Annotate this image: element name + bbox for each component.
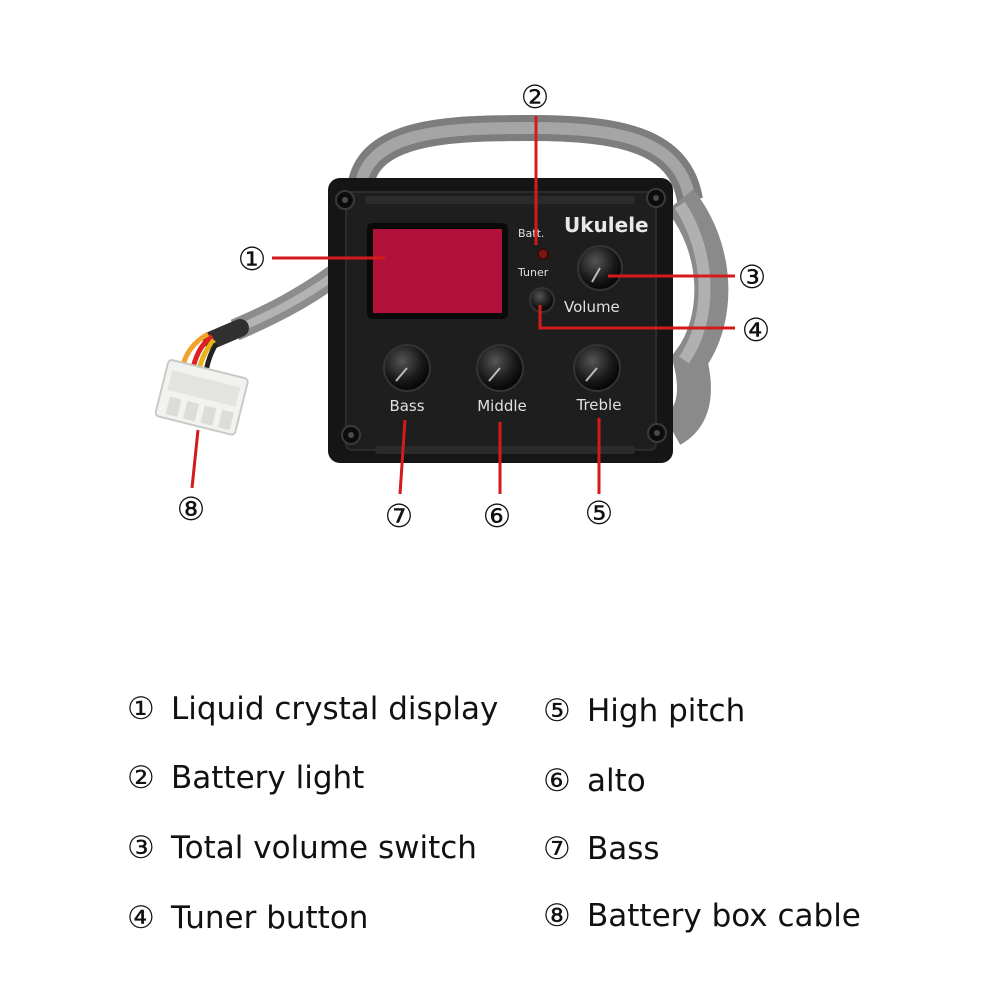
volume-knob[interactable]	[577, 245, 623, 291]
batt-label: Batt.	[518, 227, 544, 240]
legend-text: alto	[587, 763, 646, 799]
middle-knob[interactable]	[476, 344, 524, 392]
product-photo: Ukulele Batt. Tuner Volume Bass Middle T…	[154, 78, 771, 535]
legend-number: ①	[127, 691, 155, 727]
screw-hole	[646, 188, 666, 208]
tuner-label: Tuner	[517, 266, 549, 279]
leader-line-7	[398, 419, 407, 495]
callout-4: ④	[742, 311, 771, 349]
legend-number: ③	[127, 830, 155, 866]
leader-lines	[190, 116, 735, 495]
legend-text: Battery light	[171, 760, 365, 796]
brand-label: Ukulele	[564, 213, 649, 237]
legend-text: Liquid crystal display	[171, 691, 499, 727]
battery-light	[537, 248, 549, 260]
middle-label: Middle	[477, 397, 527, 415]
tuner-button[interactable]	[529, 287, 555, 313]
legend-text: High pitch	[587, 693, 746, 729]
callout-2: ②	[521, 78, 550, 116]
bass-knob[interactable]	[383, 344, 431, 392]
legend-number: ⑦	[543, 831, 571, 867]
lcd-display	[367, 223, 508, 319]
legend-item: ③ Total volume switch	[127, 830, 477, 866]
screw-hole	[335, 190, 355, 210]
legend-number: ⑤	[543, 693, 571, 729]
treble-knob[interactable]	[573, 344, 621, 392]
callout-5: ⑤	[585, 494, 614, 532]
callout-1: ①	[238, 240, 267, 278]
callout-8: ⑧	[177, 490, 206, 528]
volume-label: Volume	[564, 298, 620, 316]
leader-line-8	[190, 429, 200, 489]
legend-number: ②	[127, 760, 155, 796]
legend-item: ① Liquid crystal display	[127, 691, 498, 727]
legend-number: ⑥	[543, 763, 571, 799]
legend-item: ⑦ Bass	[543, 831, 660, 867]
screw-hole	[341, 425, 361, 445]
legend-item: ⑤ High pitch	[543, 693, 745, 729]
battery-box-connector	[154, 319, 249, 436]
legend-text: Tuner button	[171, 900, 369, 936]
legend-item: ④ Tuner button	[127, 900, 368, 936]
leader-line-4	[538, 305, 735, 330]
legend-text: Bass	[587, 831, 660, 867]
legend-text: Total volume switch	[171, 830, 477, 866]
legend-item: ② Battery light	[127, 760, 364, 796]
legend-number: ⑧	[543, 898, 571, 934]
legend-text: Battery box cable	[587, 898, 861, 934]
legend-item: ⑥ alto	[543, 763, 646, 799]
screw-hole	[647, 423, 667, 443]
treble-label: Treble	[576, 396, 622, 414]
legend-number: ④	[127, 900, 155, 936]
callout-6: ⑥	[483, 497, 512, 535]
callout-7: ⑦	[385, 497, 414, 535]
legend-item: ⑧ Battery box cable	[543, 898, 861, 934]
cable-loop	[230, 114, 729, 445]
callout-3: ③	[738, 258, 767, 296]
bass-label: Bass	[389, 397, 424, 415]
